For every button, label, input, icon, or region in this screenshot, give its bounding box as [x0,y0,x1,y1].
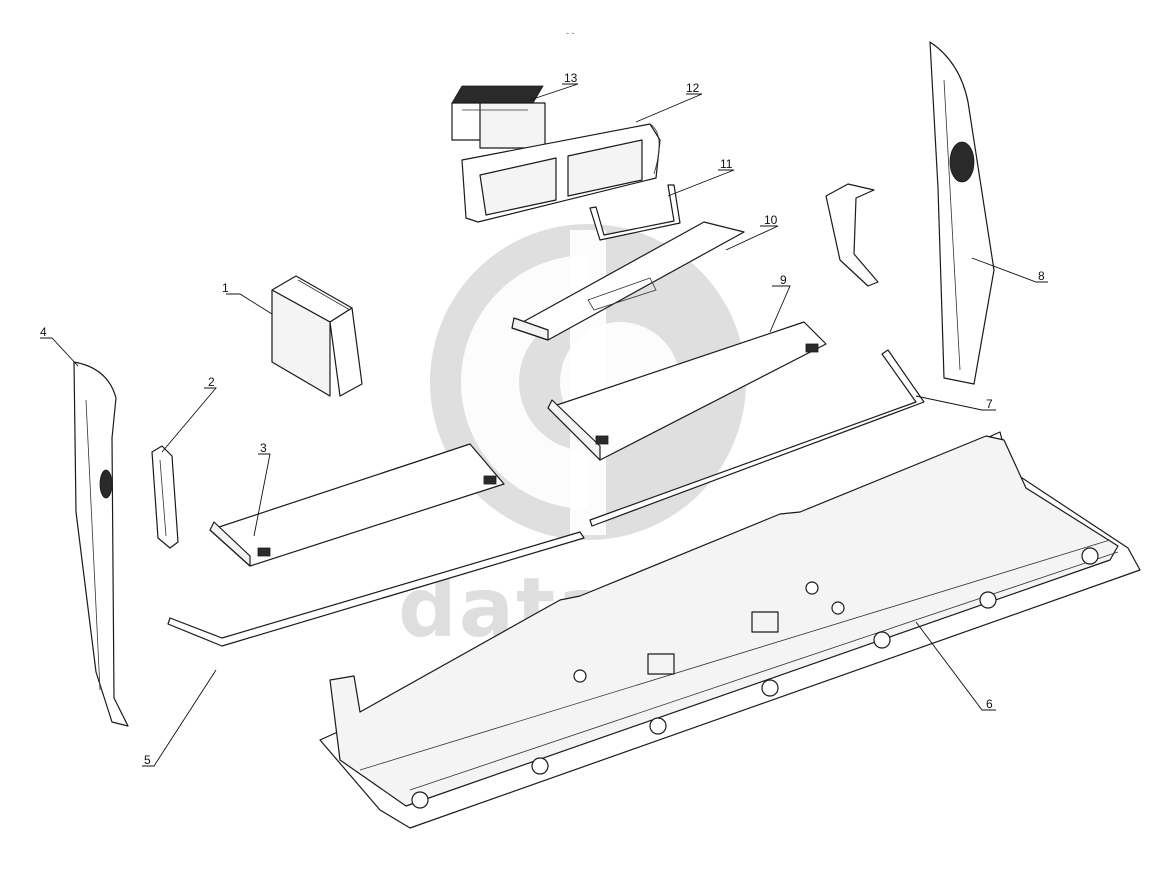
callout-7: 7 [986,397,993,411]
callout-2: 2 [208,375,215,389]
part-2-clip [151,445,179,549]
callout-1: 1 [222,281,229,295]
top-mark: - - [566,28,575,38]
part-5-strip [167,531,585,647]
callout-12: 12 [686,81,700,95]
part-6-roof-panel [319,431,1141,829]
part-7-handle [825,183,879,287]
part-11-bracket [589,184,681,241]
part-10-plate [511,221,745,341]
callout-4: 4 [40,325,47,339]
callout-9: 9 [780,273,787,287]
callout-11: 11 [720,157,733,171]
part-7-strip [589,349,925,527]
part-8-pillar-right [929,41,995,385]
callout-6: 6 [986,697,993,711]
callout-5: 5 [144,753,151,767]
callout-8: 8 [1038,269,1045,283]
part-1-storage-box [271,275,363,397]
part-13-box [451,85,546,149]
callout-13: 13 [564,71,578,85]
part-3-sunvisor-left [209,443,505,567]
leader-lines [40,83,1048,767]
part-4-pillar-left [73,361,129,727]
callout-10: 10 [764,213,778,227]
callout-labels: 1 2 3 4 5 6 7 8 9 10 11 12 13 [40,71,1045,767]
part-9-sunvisor-right [547,321,827,461]
callout-3: 3 [260,441,267,455]
part-12-frame [461,123,661,223]
